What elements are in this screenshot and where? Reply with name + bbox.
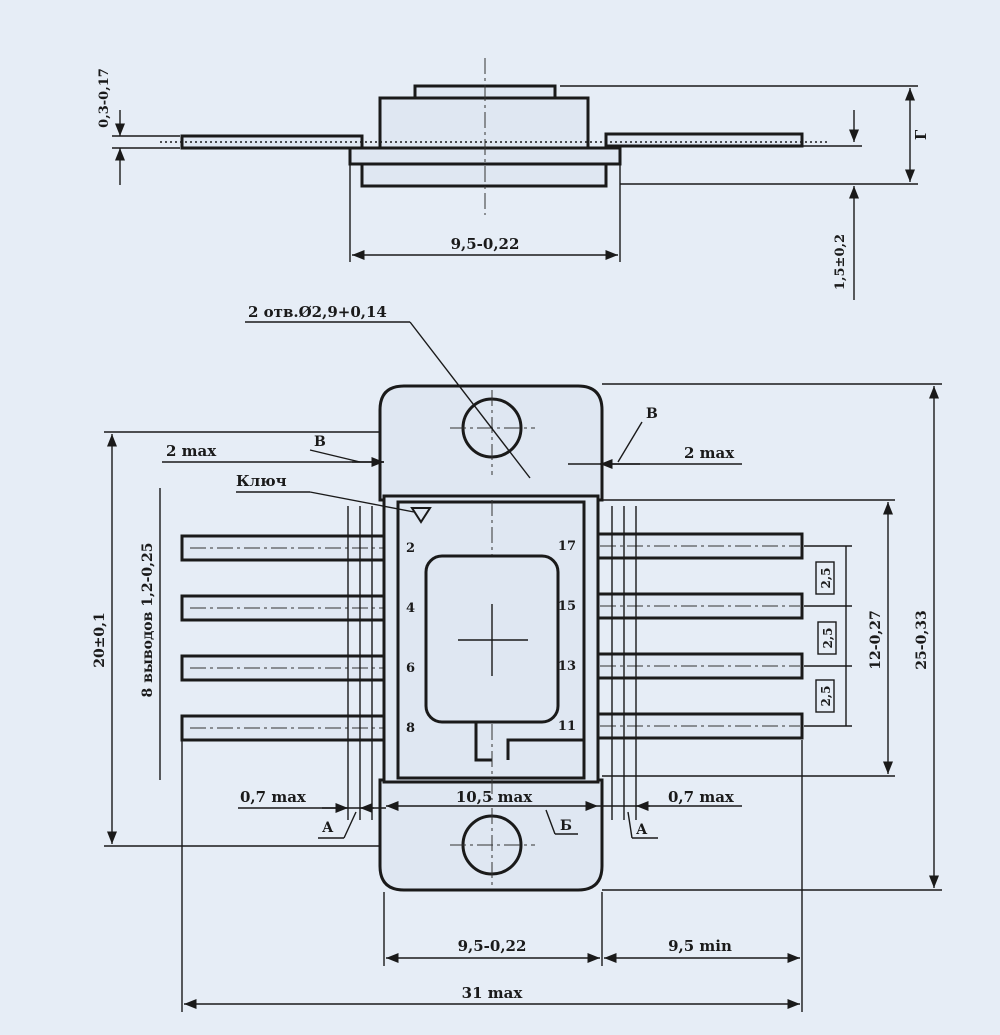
pin-label-13: 13 [558,659,576,674]
dim-thickness: 0,3-0,17 [97,68,112,128]
dim-right-margin: 2 max [684,444,735,462]
dim-offset: 1,5±0,2 [833,234,848,290]
dim-gap-right: 0,7 max [668,788,735,806]
side-base [360,162,608,188]
pin-label-15: 15 [558,599,576,614]
pitch-label-2: 2,5 [821,628,835,649]
pitch-label-1: 2,5 [819,568,833,589]
pin-label-8: 8 [406,721,415,736]
dim-height-12: 12-0,27 [868,610,884,669]
key-label: Ключ [236,472,287,490]
view-b-right: В [646,406,658,422]
pitch-label-3: 2,5 [819,686,833,707]
dim-bottom-width: 9,5-0,22 [458,937,527,955]
view-b-left: В [314,434,326,450]
dim-height-20: 20±0,1 [92,612,108,668]
dim-lead-length: 9,5 min [668,937,732,955]
dim-left-margin: 2 max [166,442,217,460]
pin-label-2: 2 [406,541,415,556]
holes-label: 2 отв.Ø2,9+0,14 [248,303,387,321]
pin-label-6: 6 [406,661,415,676]
side-lead-right [604,132,804,148]
dim-gap-left: 0,7 max [240,788,307,806]
pin-label-4: 4 [406,601,415,616]
view-a-right: А [636,822,648,838]
pin-label-17: 17 [558,539,576,554]
key-marker [410,507,432,524]
side-view: 0,3-0,17 9,5-0,22 Г 1,5±0,2 [97,58,930,300]
view-a-left: А [322,820,334,836]
top-view: 2 4 6 8 17 15 13 11 2 отв.Ø2,9+0,14 2 ma… [92,303,942,1012]
lead-count-label: 8 выводов 1,2-0,25 [140,543,156,698]
pin-label-11: 11 [558,719,576,734]
side-body [378,96,590,150]
dim-side-width: 9,5-0,22 [451,235,520,253]
dim-inner-width: 10,5 max [456,788,533,806]
dim-height-25: 25-0,33 [914,610,930,669]
view-b-bottom: Б [560,818,572,834]
dim-height-g: Г [912,129,930,140]
dim-total-width: 31 max [462,984,524,1002]
